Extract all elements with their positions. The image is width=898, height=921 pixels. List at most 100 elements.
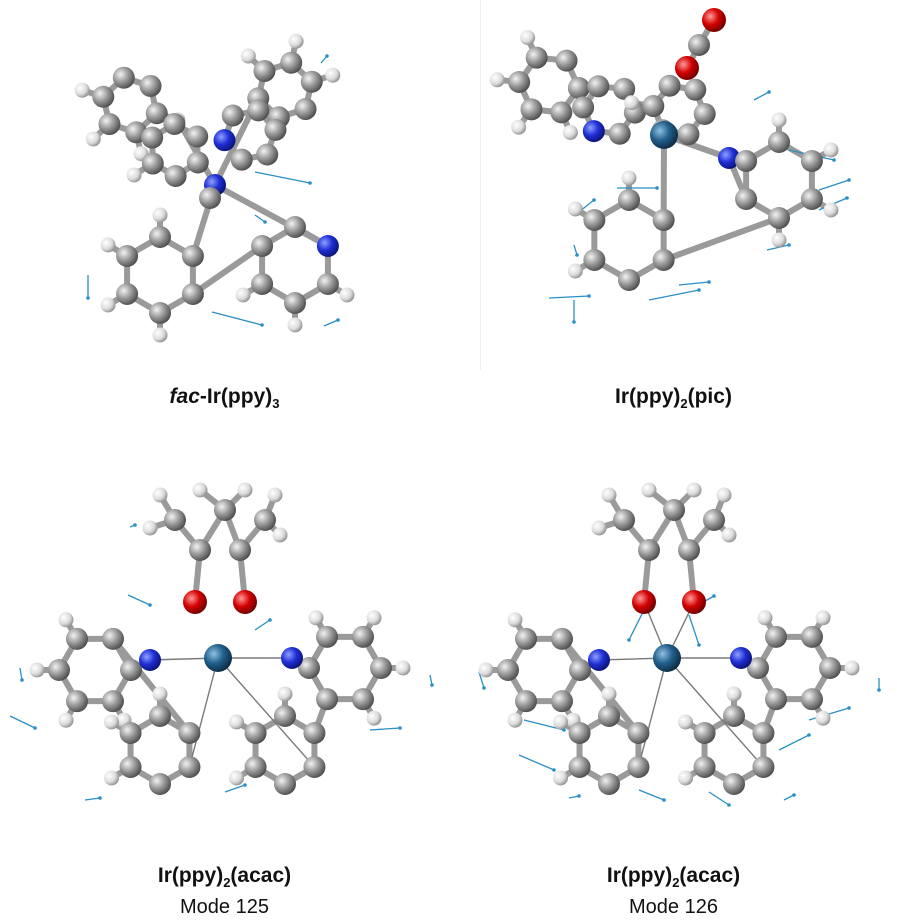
hydrogen-atom <box>308 610 324 626</box>
oxygen-atom <box>632 590 656 614</box>
carbon-atom <box>663 499 685 521</box>
carbon-atom <box>568 756 591 778</box>
carbon-atom <box>572 96 595 119</box>
hydrogen-atom <box>74 82 90 98</box>
bond <box>666 657 765 768</box>
vector-tip <box>133 523 137 527</box>
vector-tip <box>243 783 247 787</box>
carbon-atom <box>765 625 787 648</box>
vector-tip <box>336 318 340 322</box>
bonds <box>34 487 406 787</box>
hydrogen-atom <box>771 232 787 248</box>
vector-tip <box>832 158 836 162</box>
carbon-atom <box>102 627 124 650</box>
hydrogen-atom <box>815 710 831 726</box>
displacement-vector <box>628 609 645 641</box>
displacement-vector <box>648 289 700 301</box>
vector-tip <box>430 683 434 687</box>
complex-name: Ir(ppy)2(pic) <box>615 385 732 412</box>
hydrogen-atom <box>366 710 382 726</box>
hydrogen-atom <box>237 482 253 498</box>
carbon-atom <box>230 148 253 171</box>
carbon-atom <box>120 659 142 681</box>
displacement-vector <box>766 244 790 251</box>
hydrogen-atom <box>325 67 341 83</box>
hydrogen-atom <box>126 167 142 183</box>
molecule-ir-ppy2-acac-126 <box>478 482 881 807</box>
hydrogen-atom <box>815 610 831 626</box>
carbon-atom <box>618 269 640 291</box>
carbon-atom <box>214 499 236 521</box>
carbon-atom <box>253 59 276 82</box>
carbon-atom <box>303 756 326 778</box>
vector-tip <box>792 793 796 797</box>
nitrogen-atom <box>582 120 605 143</box>
hydrogen-atom <box>601 686 617 702</box>
displacement-vector <box>678 281 710 286</box>
displacement-vector <box>211 311 263 326</box>
hydrogen-atom <box>339 287 355 303</box>
vector-tip <box>20 678 24 682</box>
carbon-atom <box>284 216 306 238</box>
hydrogen-atom <box>771 112 787 128</box>
carbon-atom <box>627 756 650 778</box>
vector-tip <box>577 794 581 798</box>
vector-tip <box>787 243 791 247</box>
carbon-atom <box>145 102 168 125</box>
vector-tip <box>575 253 579 257</box>
carbon-atom <box>178 756 201 778</box>
carbon-atom <box>768 207 790 229</box>
displacement-vector <box>688 614 700 646</box>
atoms <box>478 482 860 795</box>
atoms <box>74 33 355 343</box>
carbon-atom <box>613 509 635 531</box>
bonds <box>483 487 855 787</box>
molecule-fac-ir-ppy3 <box>74 33 355 343</box>
carbon-atom <box>678 539 700 561</box>
carbon-atom <box>752 722 775 744</box>
vector-tip <box>572 320 576 324</box>
hydrogen-atom <box>287 317 303 333</box>
carbon-atom <box>244 756 267 778</box>
carbon-atom <box>181 283 204 305</box>
bond <box>660 215 782 263</box>
hydrogen-atom <box>686 482 702 498</box>
carbon-atom <box>92 85 115 108</box>
hydrogen-atom <box>553 770 569 786</box>
carbon-atom <box>199 187 221 209</box>
hydrogen-atom <box>395 660 411 676</box>
nitrogen-atom <box>139 649 161 671</box>
bond <box>189 243 266 297</box>
carbon-atom <box>352 688 374 711</box>
carbon-atom <box>800 150 823 172</box>
hydrogen-atom <box>726 686 742 702</box>
iridium-atom <box>653 644 681 672</box>
panel-divider <box>480 0 481 370</box>
carbon-atom <box>352 625 374 648</box>
carbon-atom <box>515 690 537 713</box>
carbon-atom <box>181 245 204 267</box>
vector-tip <box>727 803 731 807</box>
hydrogen-atom <box>100 297 116 313</box>
carbon-atom <box>567 76 590 99</box>
vector-tip <box>712 594 716 598</box>
oxygen-atom <box>682 590 706 614</box>
complex-name: Ir(ppy)2(acac) <box>606 864 741 891</box>
displacement-vector <box>778 734 810 751</box>
displacement-vectors <box>9 523 434 801</box>
displacement-vector <box>478 671 485 689</box>
atoms <box>489 8 839 291</box>
carbon-atom <box>569 659 591 681</box>
hydrogen-atom <box>641 482 657 498</box>
carbon-atom <box>508 71 531 94</box>
bond <box>212 182 331 249</box>
displacement-vector <box>127 594 151 606</box>
hydrogen-atom <box>235 287 251 303</box>
vector-tip <box>148 603 152 607</box>
oxygen-atom <box>675 56 699 80</box>
carbon-atom <box>141 152 164 175</box>
vector-tip <box>592 198 596 202</box>
hydrogen-atom <box>562 124 578 140</box>
carbon-atom <box>752 756 775 778</box>
hydrogen-atom <box>288 33 304 49</box>
